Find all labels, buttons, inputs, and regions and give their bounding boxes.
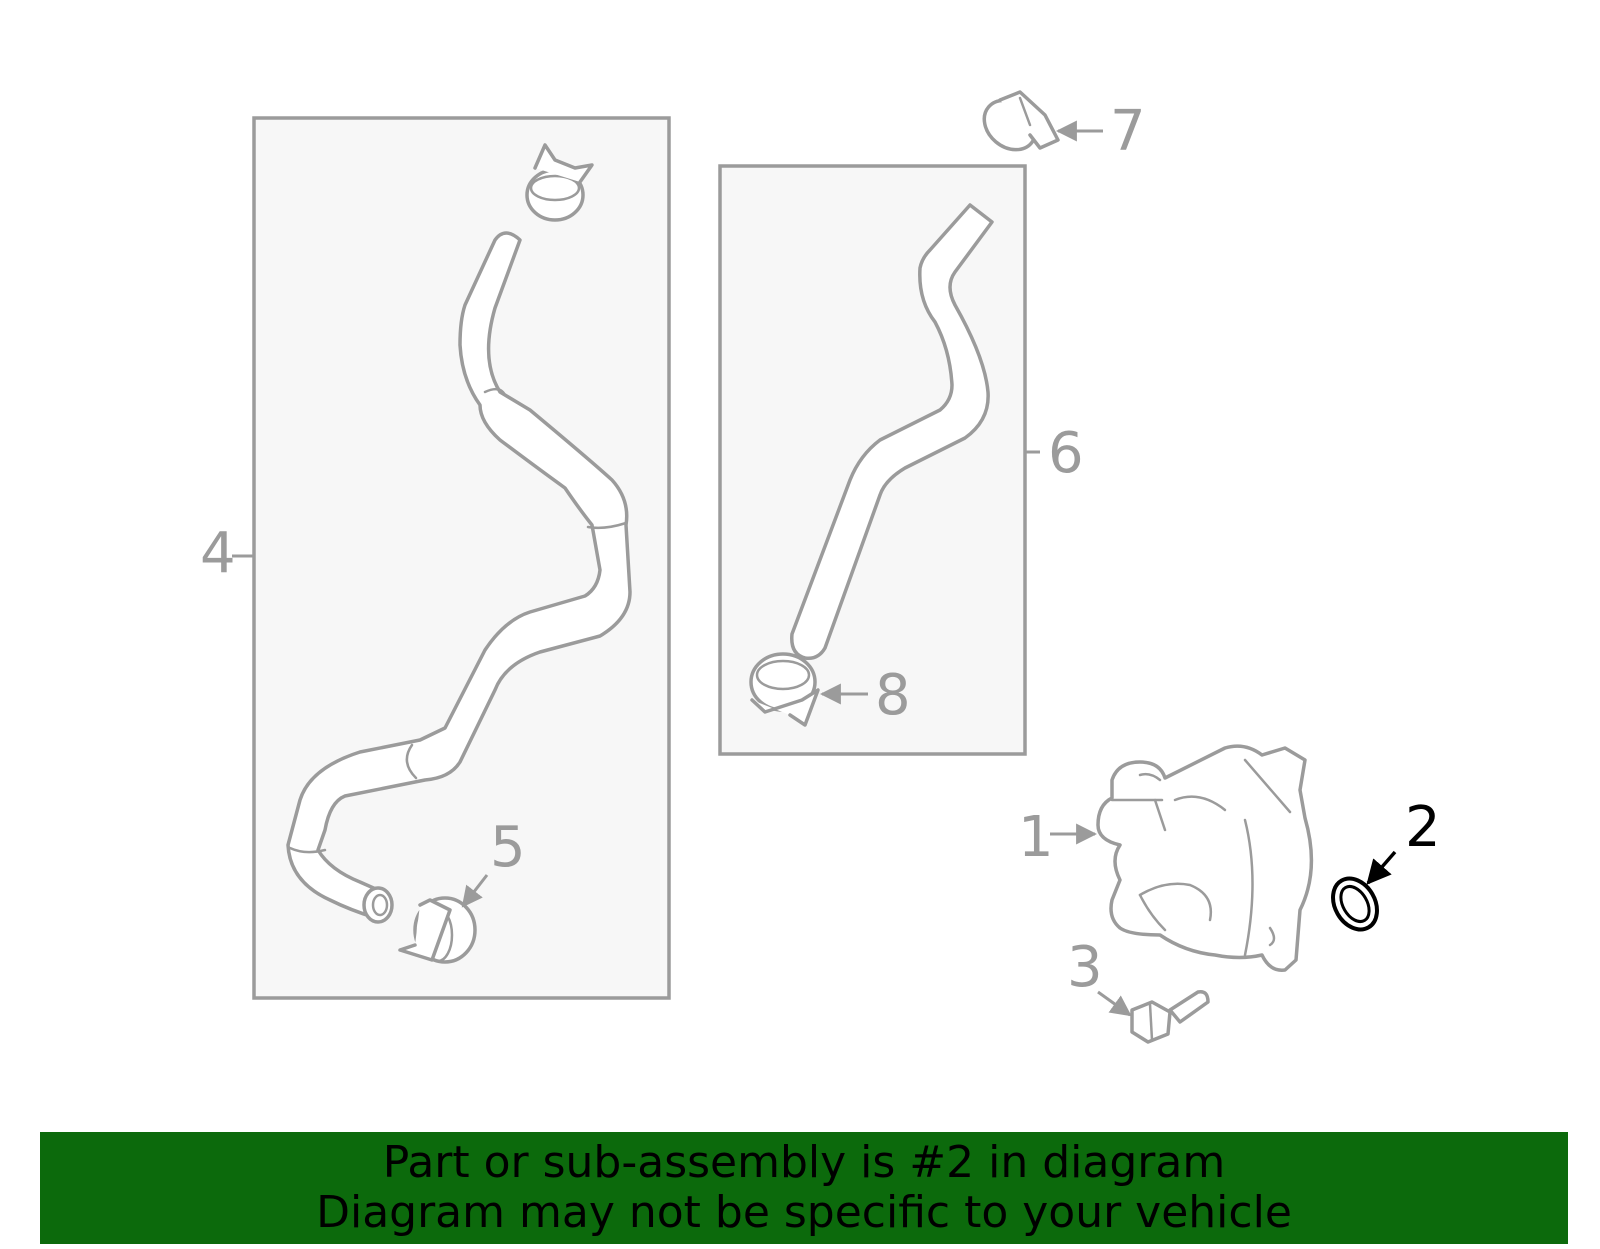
callout-6: 6 [1048, 421, 1084, 486]
callout-3: 3 [1067, 935, 1103, 1000]
clamp-top-hose-4 [525, 143, 594, 222]
clamp-5-drawing [398, 896, 477, 964]
hose-4-drawing [286, 231, 632, 924]
leader-5 [461, 874, 489, 908]
leader-2 [1366, 850, 1397, 885]
callout-4: 4 [200, 521, 236, 586]
callout-1: 1 [1018, 805, 1054, 870]
callout-2[interactable]: 2 [1405, 795, 1441, 860]
info-banner: Part or sub-assembly is #2 in diagram Di… [40, 1132, 1568, 1244]
callout-7: 7 [1110, 99, 1146, 164]
part-3-bolt [1130, 989, 1210, 1044]
hose-6-drawing [790, 203, 994, 661]
clamp-7-drawing [982, 90, 1060, 152]
leader-3 [1097, 990, 1132, 1017]
part-1-drawing [1096, 744, 1314, 972]
banner-line-part: Part or sub-assembly is #2 in diagram [382, 1137, 1226, 1188]
callout-5: 5 [490, 815, 526, 880]
part-2-o-ring[interactable] [1324, 871, 1386, 938]
banner-line-disclaimer: Diagram may not be specific to your vehi… [316, 1187, 1292, 1238]
clamp-8-drawing [749, 652, 820, 727]
callout-8: 8 [875, 663, 911, 728]
